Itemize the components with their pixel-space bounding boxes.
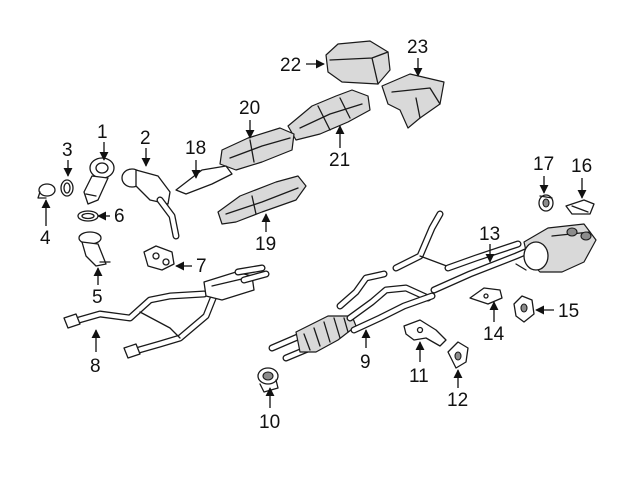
part-9-center-resonator[interactable] bbox=[268, 270, 436, 362]
part-11-hanger-bracket[interactable] bbox=[403, 319, 447, 347]
callout-8: 8 bbox=[90, 356, 101, 377]
part-10-clamp-sleeve[interactable] bbox=[257, 367, 279, 393]
part-1-turbo-outlet[interactable] bbox=[83, 157, 115, 205]
part-16-tip-bracket[interactable] bbox=[565, 199, 595, 215]
part-21-heat-shield-center[interactable] bbox=[287, 89, 371, 141]
part-2-catalytic-converter[interactable] bbox=[121, 168, 180, 240]
callout-21: 21 bbox=[329, 150, 350, 171]
callout-2: 2 bbox=[140, 128, 151, 149]
part-4-clamp[interactable] bbox=[37, 183, 56, 199]
callout-7: 7 bbox=[196, 256, 207, 277]
callout-4: 4 bbox=[40, 228, 51, 249]
part-22-heat-shield-upper[interactable] bbox=[325, 40, 391, 85]
callout-1: 1 bbox=[97, 122, 108, 143]
part-23-heat-shield-rear[interactable] bbox=[381, 73, 445, 129]
callout-11: 11 bbox=[409, 366, 429, 387]
part-12-rubber-mount[interactable] bbox=[447, 341, 469, 369]
part-19-heat-shield-lower[interactable] bbox=[217, 175, 307, 225]
callout-3: 3 bbox=[62, 140, 73, 161]
part-18-shield-plate[interactable] bbox=[175, 165, 233, 195]
part-3-gasket-ring[interactable] bbox=[60, 179, 74, 197]
part-20-heat-shield[interactable] bbox=[219, 127, 295, 171]
part-17-exhaust-tip[interactable] bbox=[538, 194, 554, 212]
leader-lines bbox=[41, 58, 587, 408]
callout-22: 22 bbox=[280, 55, 301, 76]
callout-14: 14 bbox=[483, 324, 505, 345]
callout-6: 6 bbox=[114, 206, 125, 227]
part-8-front-pipe[interactable] bbox=[63, 264, 270, 359]
callout-5: 5 bbox=[92, 287, 103, 308]
callout-13: 13 bbox=[479, 224, 500, 245]
callout-18: 18 bbox=[185, 138, 206, 159]
callout-16: 16 bbox=[571, 156, 592, 177]
callout-15: 15 bbox=[558, 301, 579, 322]
part-7-flange-gasket[interactable] bbox=[143, 245, 175, 271]
part-6-seal-ring[interactable] bbox=[77, 210, 99, 222]
callout-17: 17 bbox=[533, 154, 554, 175]
part-5-elbow-pipe[interactable] bbox=[78, 231, 111, 267]
callout-20: 20 bbox=[239, 98, 260, 119]
callout-12: 12 bbox=[447, 390, 468, 411]
part-14-bracket[interactable] bbox=[469, 287, 503, 305]
callout-19: 19 bbox=[255, 234, 276, 255]
callout-10: 10 bbox=[259, 412, 280, 433]
part-15-rubber-hanger[interactable] bbox=[513, 295, 535, 323]
callout-23: 23 bbox=[407, 37, 428, 58]
callout-9: 9 bbox=[360, 352, 371, 373]
part-13-rear-muffler[interactable] bbox=[392, 210, 597, 294]
